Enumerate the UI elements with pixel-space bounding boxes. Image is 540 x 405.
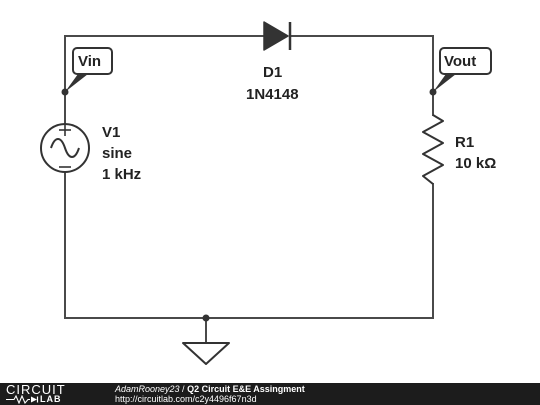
resistor-r1[interactable] <box>422 114 444 185</box>
footer-info: AdamRooney23 / Q2 Circuit E&E Assingment… <box>115 384 305 404</box>
wire-right-bottom <box>64 171 434 319</box>
probe-vin[interactable]: Vin <box>65 47 113 92</box>
sine-wave-icon <box>50 138 80 158</box>
probe-vin-box <box>72 47 113 75</box>
footer-bar: CIRCUIT LAB AdamRooney23 / Q2 Circuit E&… <box>0 383 540 405</box>
footer-url[interactable]: http://circuitlab.com/c2y4496f67n3d <box>115 394 257 404</box>
diode-part-label: 1N4148 <box>246 86 299 103</box>
resistor-zigzag <box>422 114 444 185</box>
diode-triangle <box>263 21 289 51</box>
source-frequency-label: 1 kHz <box>102 166 141 183</box>
resistor-ref-label: R1 <box>455 134 474 151</box>
ground-icon <box>182 342 230 365</box>
node-ground-dot <box>202 314 210 322</box>
footer-title-line: AdamRooney23 / Q2 Circuit E&E Assingment <box>115 384 305 394</box>
wires <box>64 35 434 344</box>
diode-d1[interactable] <box>263 21 292 51</box>
probe-vout-pointer <box>433 74 456 92</box>
probe-vout-box <box>439 47 492 75</box>
probe-vout[interactable]: Vout <box>433 47 492 92</box>
sine-source-v1[interactable] <box>40 123 90 173</box>
source-ref-label: V1 <box>102 124 120 141</box>
footer-separator: / <box>179 384 188 394</box>
circuit-schematic: D1 1N4148 V1 sine 1 kHz R1 10 kΩ Vin Vou… <box>40 21 496 365</box>
probe-vin-pointer <box>65 74 88 92</box>
logo-wordmark-bottom: LAB <box>40 394 62 404</box>
resistor-squiggle-icon <box>6 395 39 404</box>
source-type-label: sine <box>102 145 132 162</box>
logo-wordmark-top: CIRCUIT <box>6 382 66 397</box>
footer-author[interactable]: AdamRooney23 <box>115 384 180 394</box>
probe-vin-label: Vin <box>78 53 101 70</box>
diode-ref-label: D1 <box>263 64 282 81</box>
resistor-value-label: 10 kΩ <box>455 155 496 172</box>
probe-vout-label: Vout <box>444 53 476 70</box>
footer-title: Q2 Circuit E&E Assingment <box>187 384 305 394</box>
circuitlab-logo[interactable]: CIRCUIT LAB <box>6 382 96 404</box>
